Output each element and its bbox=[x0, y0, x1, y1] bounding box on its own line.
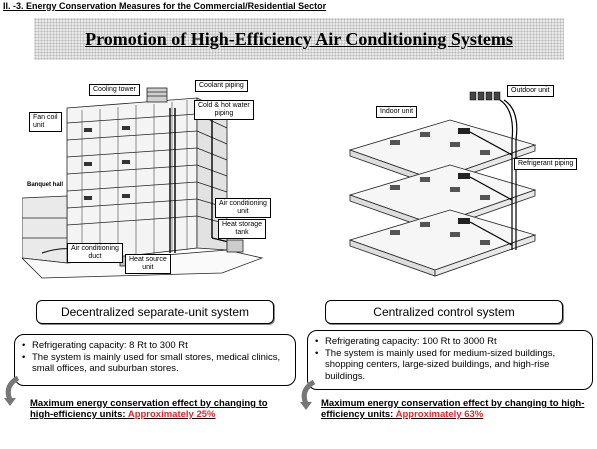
floor-plan-diagram bbox=[348, 91, 537, 277]
label-indoor-unit: Indoor unit bbox=[376, 106, 418, 118]
label-text: unit bbox=[142, 264, 154, 271]
page-title: Promotion of High-Efficiency Air Conditi… bbox=[85, 28, 513, 49]
label-refrigerant-piping: Refrigerant piping bbox=[514, 158, 578, 170]
decentralized-bullets: Refrigerating capacity: 8 Rt to 300 Rt T… bbox=[22, 340, 290, 375]
title-banner: Promotion of High-Efficiency Air Conditi… bbox=[34, 18, 564, 60]
label-text: unit bbox=[237, 208, 249, 215]
label-heat-source-unit: Heat source unit bbox=[125, 254, 171, 274]
centralized-effect: Maximum energy conservation effect by ch… bbox=[321, 398, 587, 420]
curved-arrow-icon bbox=[4, 376, 20, 406]
label-cooling-tower: Cooling tower bbox=[89, 84, 140, 96]
decentralized-system-title: Decentralized separate-unit system bbox=[36, 300, 274, 324]
effect-value: Approximately 63% bbox=[395, 409, 484, 420]
list-item: Refrigerating capacity: 100 Rt to 3000 R… bbox=[315, 336, 585, 348]
label-ac-duct: Air conditioning duct bbox=[67, 243, 123, 263]
label-text: tank bbox=[235, 229, 249, 236]
label-text: Heat storage bbox=[222, 221, 263, 228]
label-hot-water-piping: Cold & hot water piping bbox=[194, 100, 254, 120]
label-coolant-piping: Coolant piping bbox=[195, 80, 248, 92]
label-text: Cold & hot water bbox=[198, 102, 250, 109]
label-banquet-hall: Banquet hall bbox=[27, 182, 64, 188]
decentralized-details-frame bbox=[14, 334, 296, 386]
label-text: Heat source bbox=[129, 256, 167, 263]
centralized-system-title: Centralized control system bbox=[325, 300, 563, 324]
section-heading: II. -3. Energy Conservation Measures for… bbox=[3, 1, 327, 11]
label-text: duct bbox=[88, 253, 102, 260]
effect-text: Maximum energy conservation effect by ch… bbox=[30, 398, 268, 420]
building-diagram bbox=[22, 87, 264, 279]
list-item: The system is mainly used for medium-siz… bbox=[315, 348, 585, 383]
label-ac-unit: Air conditioning unit bbox=[215, 198, 271, 218]
centralized-bullets: Refrigerating capacity: 100 Rt to 3000 R… bbox=[315, 336, 585, 382]
effect-value: Approximately 25% bbox=[127, 409, 216, 420]
label-text: Air conditioning bbox=[71, 245, 119, 252]
label-heat-storage-tank: Heat storage tank bbox=[218, 219, 267, 239]
label-text: Fan coil bbox=[33, 114, 58, 121]
list-item: The system is mainly used for small stor… bbox=[22, 352, 290, 375]
label-fan-coil-unit: Fan coil unit bbox=[29, 112, 62, 132]
label-text: Air conditioning bbox=[219, 200, 267, 207]
effect-text: Maximum energy conservation effect by ch… bbox=[321, 398, 585, 420]
list-item: Refrigerating capacity: 8 Rt to 300 Rt bbox=[22, 340, 290, 352]
decentralized-effect: Maximum energy conservation effect by ch… bbox=[30, 398, 292, 420]
system-name: Centralized control system bbox=[373, 305, 515, 319]
system-name: Decentralized separate-unit system bbox=[60, 305, 250, 319]
label-text: unit bbox=[33, 122, 45, 129]
centralized-details-frame bbox=[307, 330, 593, 390]
label-outdoor-unit: Outdoor unit bbox=[507, 85, 554, 97]
label-text: piping bbox=[214, 110, 234, 117]
curved-arrow-icon bbox=[300, 380, 316, 410]
